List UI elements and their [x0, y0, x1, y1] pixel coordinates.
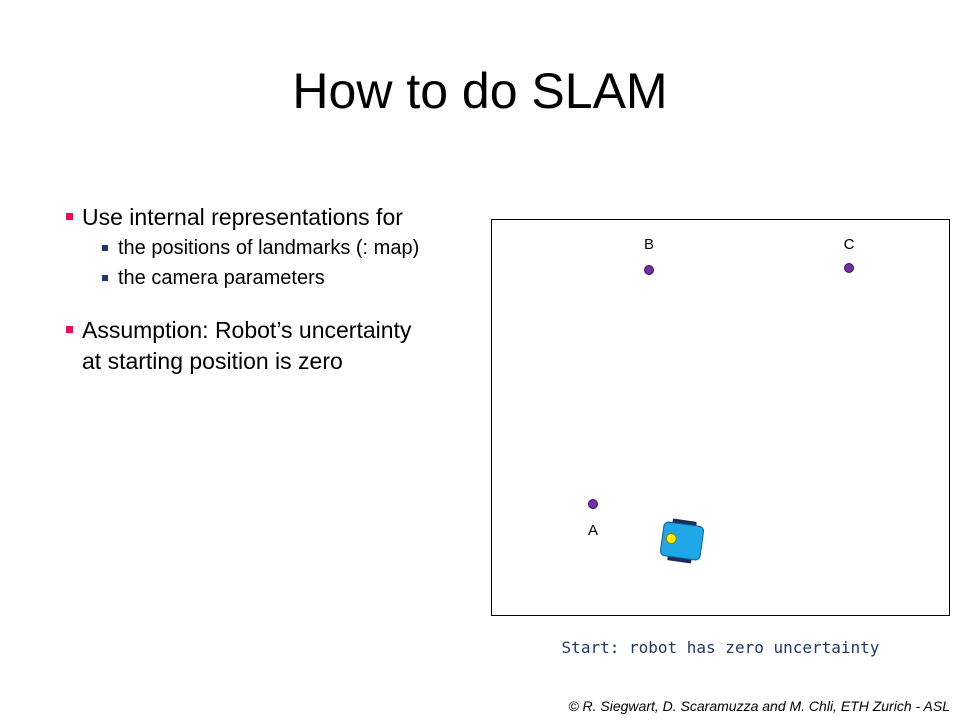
landmark-b-icon — [644, 265, 654, 275]
bullet-square-icon — [102, 275, 108, 281]
landmark-a-icon — [588, 499, 598, 509]
copyright-footer: © R. Siegwart, D. Scaramuzza and M. Chli… — [568, 698, 950, 714]
sub-bullet-camera: the camera parameters — [100, 263, 484, 293]
robot-body — [659, 521, 705, 561]
bullet-text-line-1: Assumption: Robot’s uncertainty — [82, 317, 412, 343]
slide-title: How to do SLAM — [292, 63, 668, 119]
sub-bullet-text: the positions of landmarks (: map) — [118, 237, 420, 259]
landmark-label-a: A — [588, 522, 598, 539]
bullet-assumption: Assumption: Robot’s uncertainty at start… — [64, 315, 484, 377]
landmark-c-icon — [844, 263, 854, 273]
bullet-square-icon — [102, 245, 108, 251]
map-canvas: B C A — [588, 236, 855, 564]
bullet-square-icon — [66, 326, 73, 333]
robot-sensor-icon — [665, 532, 677, 544]
diagram-caption: Start: robot has zero uncertainty — [561, 638, 880, 657]
bullet-square-icon — [66, 213, 73, 220]
robot-icon — [659, 518, 705, 564]
slam-map-diagram: B C A — [491, 219, 950, 616]
sub-bullet-landmarks: the positions of landmarks (: map) — [100, 233, 484, 263]
sub-bullet-text: the camera parameters — [118, 267, 325, 289]
bullet-list: Use internal representations for the pos… — [64, 202, 484, 377]
bullet-text-line-2: at starting position is zero — [82, 348, 343, 374]
landmark-label-c: C — [844, 236, 855, 253]
bullet-internal-representations: Use internal representations for — [64, 202, 484, 233]
bullet-text: Use internal representations for — [82, 204, 403, 230]
landmark-label-b: B — [644, 236, 654, 253]
